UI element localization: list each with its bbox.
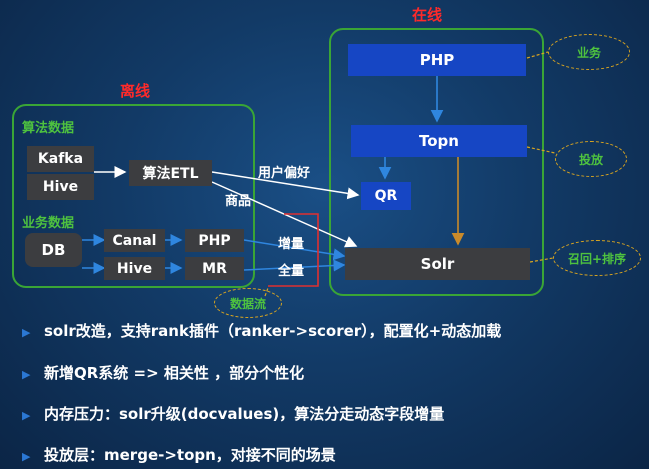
hive-top-node: Hive	[27, 174, 94, 200]
db-node: DB	[25, 233, 82, 267]
bullet-marker-icon: ▶	[22, 409, 31, 422]
solr-node: Solr	[345, 248, 530, 280]
bullet-item: ▶内存压力：solr升级(docvalues)，算法分走动态字段增量	[22, 405, 445, 423]
php-offline-node: PHP	[185, 229, 244, 252]
mr-node: MR	[185, 257, 244, 280]
bullet-marker-icon: ▶	[22, 368, 31, 381]
topn-node: Topn	[351, 125, 527, 157]
user-pref-label: 用户偏好	[258, 166, 311, 181]
bullet-item: ▶solr改造，支持rank插件（ranker->scorer），配置化+动态加…	[22, 322, 502, 340]
bullet-item: ▶投放层：merge->topn，对接不同的场景	[22, 446, 336, 464]
data-flow-callout: 数据流	[214, 288, 282, 318]
arrow-php-solr	[243, 239, 346, 261]
delivery-callout: 投放	[555, 141, 627, 177]
qr-node: QR	[361, 182, 411, 210]
kafka-node: Kafka	[27, 146, 94, 172]
incremental-label: 增量	[278, 237, 305, 252]
business-callout: 业务	[548, 34, 630, 70]
full-label: 全量	[278, 264, 305, 279]
bullet-marker-icon: ▶	[22, 450, 31, 463]
hive-bottom-node: Hive	[104, 257, 165, 280]
offline-group	[12, 104, 255, 288]
online-title: 在线	[412, 6, 443, 24]
online-group	[329, 28, 544, 296]
arrow-etl-qr	[211, 171, 360, 200]
biz-data-label: 业务数据	[22, 216, 75, 231]
bullet-item: ▶新增QR系统 => 相关性 ，部分个性化	[22, 364, 305, 382]
recall-rank-callout: 召回+排序	[553, 240, 641, 276]
canal-node: Canal	[104, 229, 165, 252]
algo-etl-node: 算法ETL	[129, 160, 212, 186]
offline-title: 离线	[120, 82, 151, 100]
goods-label: 商品	[225, 194, 252, 209]
arrow-mr-solr	[243, 259, 346, 272]
php-online-node: PHP	[348, 44, 526, 76]
algo-data-label: 算法数据	[22, 121, 75, 136]
red-bracket	[268, 213, 319, 287]
bullet-marker-icon: ▶	[22, 326, 31, 339]
